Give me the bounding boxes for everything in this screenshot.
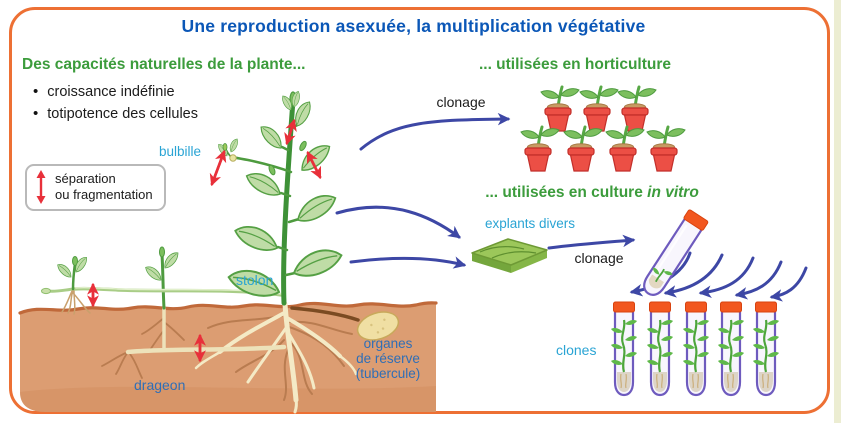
test-tube (718, 302, 744, 395)
test-tube (611, 302, 637, 395)
bullet-item: croissance indéfinie (33, 83, 175, 100)
red-double-arrows (87, 118, 322, 363)
label-clonage-invitro: clonage (574, 250, 624, 266)
test-tube (753, 302, 779, 395)
flower-pot (616, 85, 658, 133)
bullet-item: totipotence des cellules (33, 105, 198, 122)
leaf (54, 262, 75, 279)
blue-arrows (335, 112, 808, 302)
leaf (142, 264, 165, 282)
test-tube (683, 302, 709, 395)
label-stolon: stolon (236, 272, 274, 288)
flower-pot (645, 125, 687, 173)
clone-tubes (611, 302, 779, 395)
flower-pot (519, 125, 561, 173)
flower-pot (539, 85, 581, 133)
flower-pot (604, 125, 646, 173)
label-drageon: drageon (134, 377, 186, 393)
stolon-tip (41, 287, 51, 295)
flower-pots (519, 85, 687, 173)
label-bulbille: bulbille (159, 144, 202, 159)
bullet-dot (33, 105, 38, 122)
arrow-to-explants-1 (335, 205, 461, 239)
bullet-dot (33, 83, 38, 100)
invitro-heading: ... utilisées en culture in vitro (448, 184, 736, 202)
explant-slab (471, 238, 548, 273)
page-title: Une reproduction asexuée, la multiplicat… (181, 16, 646, 36)
orange-frame (9, 7, 830, 414)
bullet-text: croissance indéfinie (47, 84, 175, 100)
plantlet-bud (72, 256, 78, 266)
arrow-to-explants-2 (349, 256, 467, 269)
soil (18, 301, 438, 412)
arrow-clonage-invitro (547, 234, 636, 250)
red-double-arrow-icon (36, 170, 46, 204)
left-heading: Des capacités naturelles de la plante... (22, 56, 306, 73)
label-clonage-horticulture: clonage (436, 94, 486, 110)
separation-box-text: séparation ou fragmentation (55, 170, 153, 202)
tuber (290, 306, 400, 341)
flower-pot (562, 125, 604, 173)
test-tube (647, 302, 673, 395)
label-clones: clones (556, 342, 597, 358)
separation-box: séparation ou fragmentation (25, 164, 166, 211)
scan-page-edge (834, 0, 841, 423)
horticulture-heading: ... utilisées en horticulture (478, 56, 672, 73)
label-explants-divers: explants divers (484, 216, 576, 231)
flower-pot (578, 85, 620, 133)
root-system (194, 301, 358, 414)
bullet-text: totipotence des cellules (47, 106, 199, 122)
arrow-to-horticulture (359, 112, 511, 151)
invitro-heading-prefix: ... utilisées en culture (485, 184, 648, 201)
invitro-heading-italic: in vitro (647, 184, 699, 201)
middle-shoot-bud (159, 246, 165, 258)
drageon-runner (101, 252, 287, 379)
tilted-test-tube (643, 209, 709, 296)
label-reserve-organs: organes de réserve (tubercule) (355, 336, 421, 381)
